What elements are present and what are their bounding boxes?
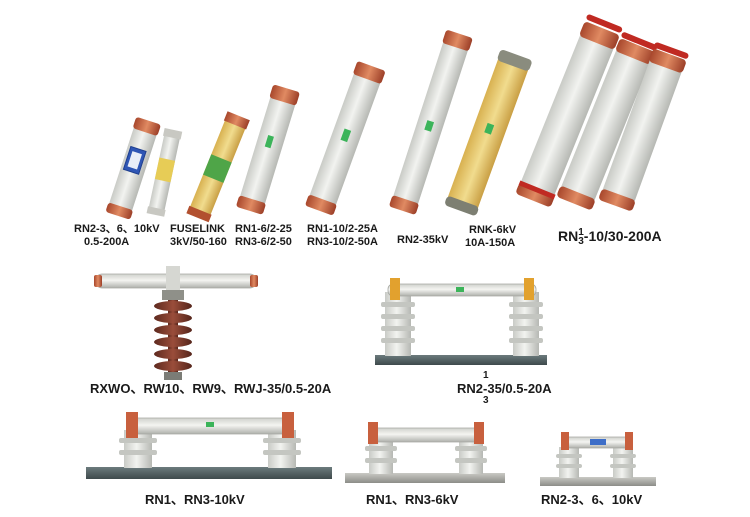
fuse6-label-line1: RNK-6kV (469, 224, 517, 236)
fuse2-label: FUSELINK 3kV/50-160 (170, 223, 227, 248)
fuse7-frac-top: 1 (578, 227, 584, 239)
fuse1-label: RN2-3、6、10kV 0.5-200A (74, 223, 160, 248)
fuse-rn2-35kv-tube (389, 30, 473, 215)
base35-stack: 1 RN2-35/0.5-20A 3 (457, 371, 552, 406)
fuse7-suffix: -10/30-200A (583, 228, 662, 244)
fuse-base-rn1-rn3-10kv (86, 412, 332, 479)
fuse6-label: RNK-6kV 10A-150A (465, 224, 516, 249)
base35-frac-bottom: 3 (483, 395, 489, 406)
base6-label: RN1、RN3-6kV (366, 492, 459, 507)
fuse-rn1-6-tube (236, 84, 300, 215)
fuse-base-rn1-rn3-6kv (345, 422, 505, 483)
fuse4-label: RN1-10/2-25A RN3-10/2-50A (307, 223, 378, 248)
base10-label: RN1、RN3-10kV (145, 492, 245, 507)
fuse5-label: RN2-35kV (397, 234, 448, 247)
drop-out-fuse-assembly (94, 266, 258, 380)
base35-frac-top: 1 (483, 370, 489, 381)
fuse3-label: RN1-6/2-25 RN3-6/2-50 (235, 223, 292, 248)
fuse-link-small-tube (146, 127, 183, 217)
fuse4-label-line1: RN1-10/2-25A (307, 223, 378, 235)
fuse3-label-line1: RN1-6/2-25 (235, 223, 292, 235)
base35-suffix: 2-35/0.5-20A (475, 381, 552, 396)
fuse2-label-line2: 3kV/50-160 (170, 235, 227, 248)
fuse2-label-line1: FUSELINK (170, 223, 225, 235)
fuse1-label-line2: 0.5-200A (84, 235, 130, 248)
fuse-rn1-10-tube (305, 61, 385, 215)
fuse1-label-line1: RN2-3、6、10kV (74, 223, 160, 235)
fuse5-label-line1: RN2-35kV (397, 234, 449, 246)
fuse6-label-line2: 10A-150A (465, 236, 516, 249)
fuse-rn2-tube (106, 117, 161, 220)
fuse-rn1-rn3-large-tubes (516, 14, 689, 211)
fuse7-prefix: RN (558, 228, 579, 244)
base35-label: 1 RN2-35/0.5-20A 3 (457, 371, 552, 406)
fuse-rnk-6kv-tube (445, 49, 532, 216)
fuse4-label-line2: RN3-10/2-50A (307, 235, 378, 248)
fuse7-frac-bottom: 3 (578, 236, 584, 248)
fuse3-label-line2: RN3-6/2-50 (235, 235, 292, 248)
fuse-link-3kv-tube (186, 111, 250, 223)
base35-prefix: RN (457, 381, 476, 396)
drop-out-label: RXWO、RW10、RW9、RWJ-35/0.5-20A (90, 381, 332, 396)
fuse-base-rn2-small (540, 432, 656, 486)
fuse-base-rn2-35kv (375, 278, 547, 365)
base-small-label: RN2-3、6、10kV (541, 492, 643, 507)
